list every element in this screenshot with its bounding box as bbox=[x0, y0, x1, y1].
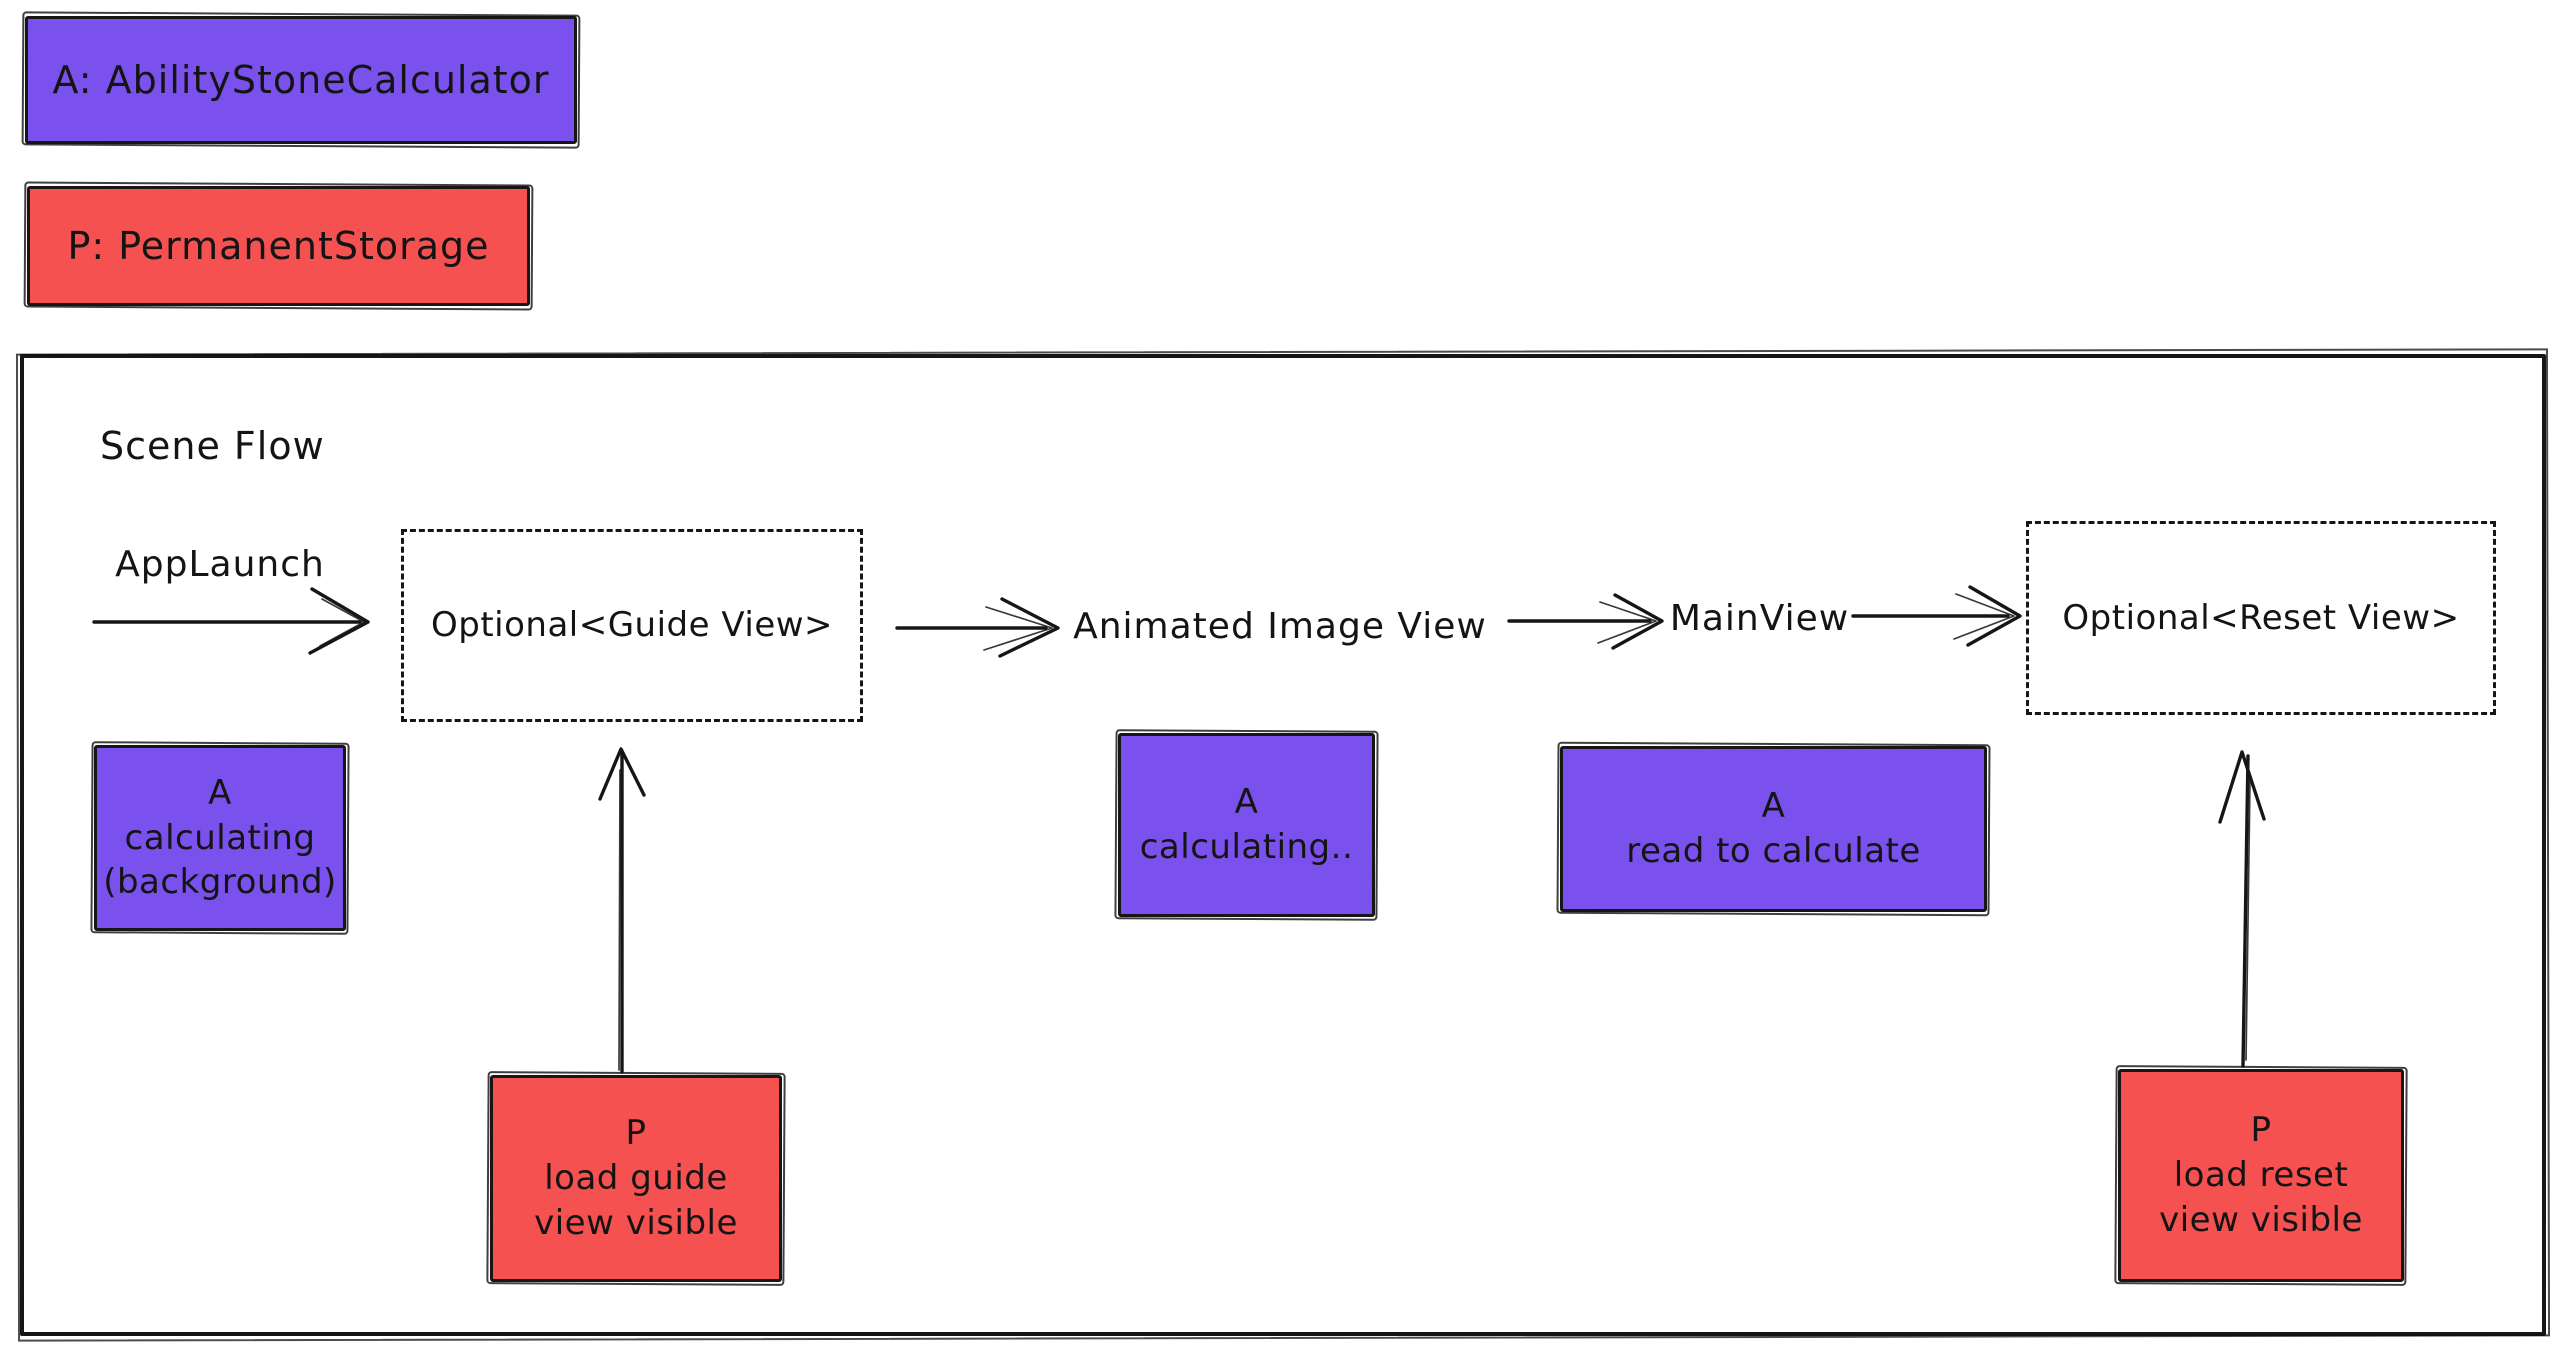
note-line: P bbox=[2250, 1110, 2272, 1151]
reset-view-node-label: Optional<Reset View> bbox=[2062, 597, 2460, 638]
note-line: A bbox=[1761, 786, 1786, 827]
note-a-read-to-calculate: A read to calculate bbox=[1560, 746, 1987, 912]
note-line: load reset bbox=[2173, 1155, 2349, 1196]
note-line: (background) bbox=[103, 862, 337, 903]
guide-view-node: Optional<Guide View> bbox=[401, 529, 863, 722]
legend-permanent-storage-label: P: PermanentStorage bbox=[67, 224, 490, 268]
legend-permanent-storage: P: PermanentStorage bbox=[27, 186, 530, 306]
reset-view-node: Optional<Reset View> bbox=[2026, 521, 2496, 715]
note-p-load-guide-view-visible: P load guide view visible bbox=[490, 1075, 782, 1282]
note-line: A bbox=[208, 772, 232, 813]
note-a-calculating-background: A calculating (background) bbox=[94, 745, 346, 931]
note-line: read to calculate bbox=[1626, 831, 1921, 871]
scene-flow-title: Scene Flow bbox=[100, 424, 325, 468]
note-line: calculating.. bbox=[1139, 827, 1354, 867]
scene-flow-container bbox=[20, 354, 2546, 1336]
note-p-load-reset-view-visible: P load reset view visible bbox=[2118, 1069, 2404, 1282]
note-line: P bbox=[625, 1113, 647, 1154]
legend-ability-stone-calculator: A: AbilityStoneCalculator bbox=[25, 16, 577, 144]
note-a-calculating: A calculating.. bbox=[1118, 733, 1375, 917]
note-line: A bbox=[1234, 782, 1259, 823]
app-launch-label: AppLaunch bbox=[115, 544, 325, 585]
legend-ability-stone-calculator-label: A: AbilityStoneCalculator bbox=[52, 58, 550, 102]
main-view-node: MainView bbox=[1669, 598, 1850, 639]
note-line: calculating bbox=[124, 817, 316, 858]
note-line: view visible bbox=[534, 1202, 738, 1243]
note-line: load guide bbox=[544, 1158, 728, 1199]
guide-view-node-label: Optional<Guide View> bbox=[430, 605, 834, 646]
note-line: view visible bbox=[2159, 1199, 2363, 1240]
animated-image-view-node: Animated Image View bbox=[1073, 606, 1487, 647]
